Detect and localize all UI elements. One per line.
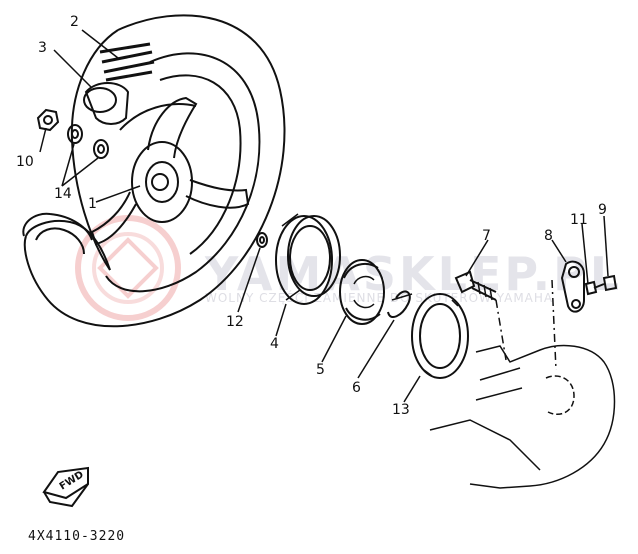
fwd-arrow-icon: FWD xyxy=(42,466,89,508)
callout-4: 4 xyxy=(270,336,279,352)
part-5-brake-shoes xyxy=(339,259,385,325)
callout-9: 9 xyxy=(598,202,607,218)
callout-3: 3 xyxy=(38,40,47,56)
callout-5: 5 xyxy=(316,362,325,378)
callout-14: 14 xyxy=(54,186,72,202)
callout-7: 7 xyxy=(482,228,491,244)
callout-10: 10 xyxy=(16,154,34,170)
part-6-spring xyxy=(387,290,413,319)
leader-lines xyxy=(39,29,609,403)
part-13-plate xyxy=(411,293,469,379)
part-8-lever xyxy=(560,260,585,313)
part-12-washer xyxy=(256,232,268,248)
part-4-brake-drum xyxy=(275,213,341,305)
callout-6: 6 xyxy=(352,380,361,396)
watermark: YAMASKLEP.PL WOLNY CZĘŚCI ZAMIENNE DO SK… xyxy=(75,215,622,321)
callout-2: 2 xyxy=(70,14,79,30)
callout-8: 8 xyxy=(544,228,553,244)
part-code: 4X4110-3220 xyxy=(28,529,125,544)
watermark-main-text: YAMASKLEP.PL xyxy=(204,247,622,301)
part-9-11-bolt xyxy=(584,274,618,296)
callout-11: 11 xyxy=(570,212,588,228)
callout-13: 13 xyxy=(392,402,410,418)
callout-labels: 1 2 3 4 5 6 7 8 9 10 11 12 13 14 xyxy=(16,14,607,418)
part-14-washers xyxy=(67,124,109,159)
part-10-nut xyxy=(36,108,60,132)
part-7-camshaft xyxy=(454,270,497,301)
watermark-sub-text: WOLNY CZĘŚCI ZAMIENNE DO SKUTERÓW YAMAHA xyxy=(205,290,553,305)
wheel-hub xyxy=(90,96,250,246)
callout-12: 12 xyxy=(226,314,244,330)
engine-case-outline xyxy=(429,279,616,489)
callout-1: 1 xyxy=(88,196,97,212)
